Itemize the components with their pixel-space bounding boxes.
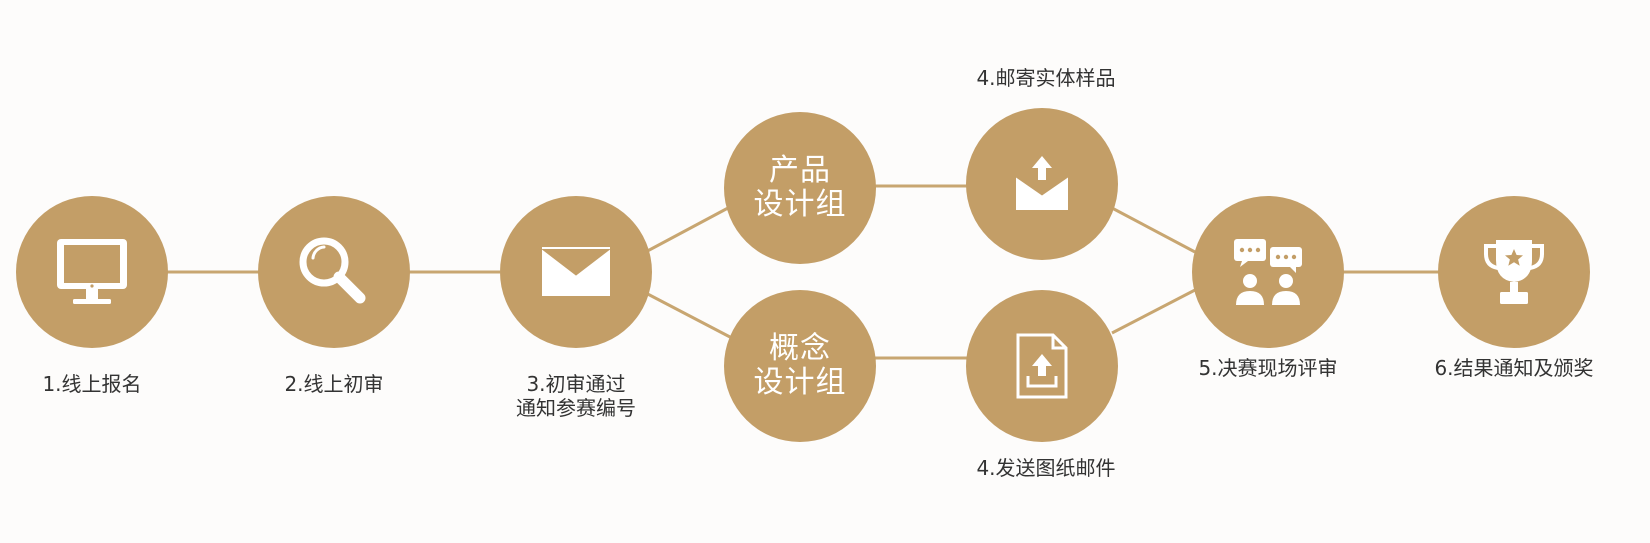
step-final-label: 5.决赛现场评审 — [1198, 356, 1338, 380]
mail-upload-icon — [1015, 156, 1069, 210]
product-group-node: 产品 设计组 — [724, 112, 876, 264]
step-award-label: 6.结果通知及颁奖 — [1434, 356, 1594, 380]
concept-group-text: 概念 设计组 — [753, 331, 847, 400]
trophy-icon — [1484, 240, 1544, 304]
step-notify-node — [500, 196, 652, 348]
step-send-drawings-node — [966, 290, 1118, 442]
step-register-label: 1.线上报名 — [42, 372, 142, 396]
step-final-node — [1192, 196, 1344, 348]
step-review-node — [258, 196, 410, 348]
connector-mail-final — [1111, 206, 1196, 254]
magnifier-icon — [299, 237, 366, 304]
step-mail-sample-node — [966, 108, 1118, 260]
step-review-label: 2.线上初审 — [284, 372, 384, 396]
step-register-node — [16, 196, 168, 348]
step-award-node — [1438, 196, 1590, 348]
product-group-text: 产品 设计组 — [753, 153, 847, 222]
concept-group-node: 概念 设计组 — [724, 290, 876, 442]
connector-drawings-final — [1111, 288, 1196, 335]
step-mail-sample-label: 4.邮寄实体样品 — [976, 66, 1116, 90]
step-send-drawings-label: 4.发送图纸邮件 — [976, 456, 1116, 480]
connector-3-concept — [639, 288, 731, 339]
connector-3-product — [639, 206, 729, 257]
file-upload-icon — [1016, 333, 1068, 399]
monitor-icon — [57, 239, 127, 304]
envelope-icon — [541, 247, 611, 296]
discussion-icon — [1234, 239, 1302, 305]
step-notify-label: 3.初审通过 通知参赛编号 — [516, 372, 636, 420]
